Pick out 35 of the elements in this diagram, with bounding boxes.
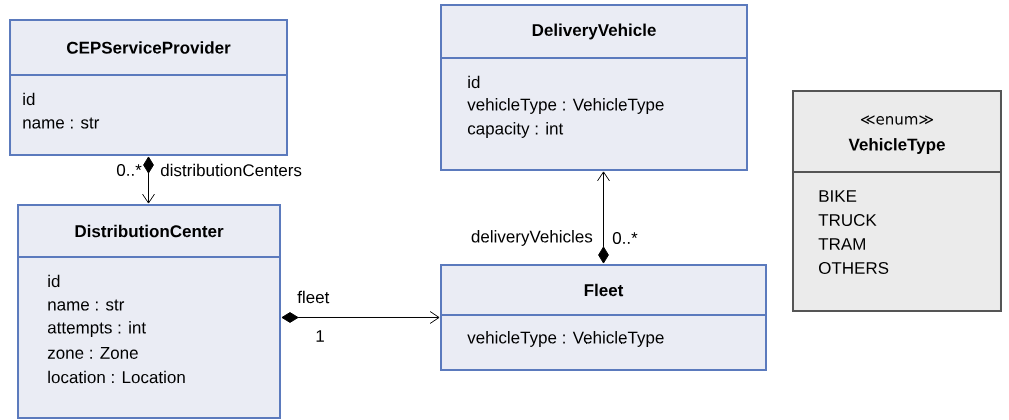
class-name: Fleet — [584, 283, 624, 297]
attribute: attempts : int — [47, 321, 146, 337]
enum-value: BIKE — [819, 190, 857, 202]
class-box — [9, 19, 288, 156]
enum-value: OTHERS — [819, 261, 889, 274]
attribute: id — [468, 75, 480, 89]
enum-value: TRAM — [818, 238, 865, 250]
stereotype: ≪enum≫ — [860, 115, 934, 125]
class-box — [440, 264, 767, 371]
attribute: vehicleType : VehicleType — [467, 98, 664, 114]
multiplicity: 0..* — [116, 163, 142, 176]
role-name: fleet — [297, 290, 330, 304]
attribute: zone : Zone — [47, 347, 138, 359]
composition-arrow — [142, 156, 155, 204]
attribute: capacity : int — [467, 122, 564, 138]
attribute: id — [23, 92, 35, 106]
class-box — [17, 204, 281, 419]
class-name: VehicleType — [848, 138, 945, 154]
composition-arrow — [281, 311, 440, 324]
class-box — [440, 4, 748, 171]
attribute: name : str — [48, 299, 125, 311]
multiplicity: 0..* — [612, 231, 638, 244]
attribute: location : Location — [48, 370, 185, 384]
attribute: name : str — [23, 117, 100, 129]
attribute: vehicleType : VehicleType — [467, 331, 664, 347]
class-name: DistributionCenter — [75, 224, 224, 238]
composition-arrow — [597, 171, 610, 264]
enum-value: TRUCK — [818, 213, 877, 226]
role-name: distributionCenters — [160, 163, 302, 177]
class-box — [792, 90, 1002, 312]
class-name: CEPServiceProvider — [67, 41, 231, 54]
class-name: DeliveryVehicle — [532, 23, 656, 40]
role-name: deliveryVehicles — [471, 230, 593, 246]
attribute: id — [48, 274, 60, 288]
multiplicity: 1 — [316, 330, 324, 342]
